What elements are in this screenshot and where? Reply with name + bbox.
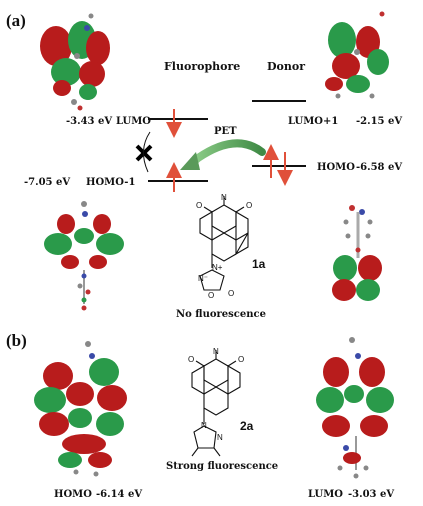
orbital-fluorophore-lumo [40, 13, 110, 111]
atom-n-plus-1a: N+ [212, 263, 223, 272]
pet-arrow-head [180, 152, 200, 170]
homo-label-2a: HOMO [54, 489, 92, 500]
orbital-donor-homo [332, 205, 382, 301]
homo-energy: -6.58 eV [356, 162, 402, 173]
donor-title: Donor [267, 60, 305, 73]
structure-1a [199, 196, 249, 291]
atom-n1-pyrazole-2a: N [201, 421, 207, 430]
blocked-transition-cross [135, 144, 153, 162]
atom-o-left-2a: O [188, 355, 194, 364]
fluorophore-title: Fluorophore [164, 60, 240, 73]
orbital-2a-homo [34, 341, 127, 477]
transition-path [143, 131, 151, 173]
compound-2a-label: 2a [240, 419, 254, 433]
atom-o-ring-1a: O [208, 291, 214, 300]
pet-arrow [187, 139, 266, 168]
caption-strong-fluorescence: Strong fluorescence [166, 461, 278, 472]
atom-o-exo-1a: O [228, 289, 234, 298]
homo1-label: HOMO-1 [86, 177, 135, 188]
atom-o-right-1a: O [246, 201, 252, 210]
atom-o-right-2a: O [238, 355, 244, 364]
lumo-label: LUMO [116, 116, 151, 127]
lumo-energy: -3.43 eV [66, 116, 112, 127]
homo-label: HOMO [317, 162, 355, 173]
panel-b-label: (b) [6, 331, 27, 350]
orbital-2a-lumo [316, 337, 394, 479]
lumo1-label: LUMO+1 [288, 116, 338, 127]
homo-energy-2a: -6.14 eV [96, 489, 142, 500]
atom-n-imide-2a: N [213, 347, 219, 356]
atom-n-imide-1a: N [221, 193, 227, 202]
homo1-energy: -7.05 eV [24, 177, 70, 188]
atom-n2-pyrazole-2a: N [217, 433, 223, 442]
atom-o-left-1a: O [196, 201, 202, 210]
lumo-label-2a: LUMO [308, 489, 343, 500]
pet-label: PET [214, 126, 237, 137]
structure-2a [191, 350, 241, 457]
orbital-donor-lumo1 [325, 11, 389, 99]
caption-no-fluorescence: No fluorescence [176, 309, 266, 320]
compound-1a-label: 1a [252, 257, 266, 271]
orbital-fluorophore-homo1 [44, 201, 124, 311]
panel-a-label: (a) [6, 11, 26, 30]
lumo1-energy: -2.15 eV [356, 116, 402, 127]
lumo-energy-2a: -3.03 eV [348, 489, 394, 500]
atom-n-minus-1a: N⁻ [198, 274, 208, 283]
